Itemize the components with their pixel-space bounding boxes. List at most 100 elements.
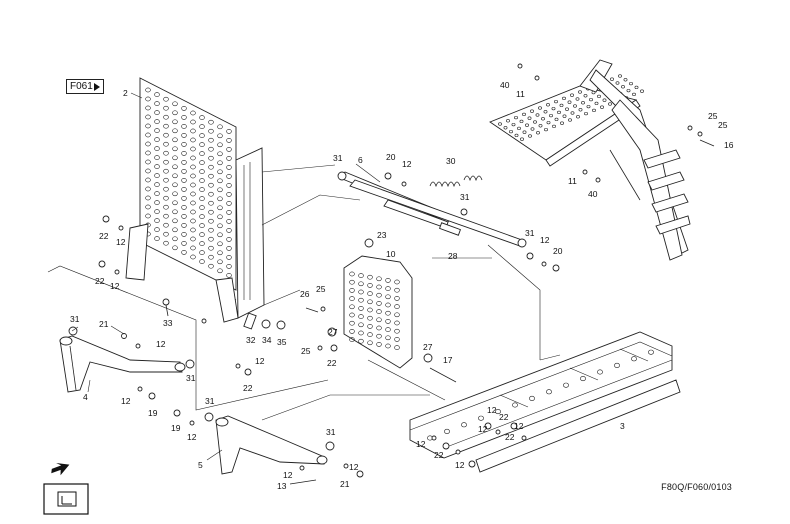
perforation-hole: [181, 223, 187, 228]
perforation-hole: [163, 231, 169, 237]
perforation-hole: [349, 288, 355, 293]
perforation-hole: [522, 112, 526, 117]
perforation-hole: [514, 133, 519, 138]
perforation-hole: [376, 276, 382, 282]
perforation-hole: [546, 103, 550, 107]
perforation-hole: [172, 110, 178, 116]
perforation-hole: [589, 97, 593, 102]
perforation-hole: [349, 320, 355, 326]
perforation-hole: [226, 183, 232, 188]
perforation-hole: [506, 119, 510, 123]
perforation-hole: [520, 137, 524, 141]
perforation-hole: [623, 78, 628, 82]
perforation-hole: [145, 195, 151, 201]
perforation-hole: [226, 138, 232, 143]
callout-25: 25: [718, 120, 728, 130]
perforation-hole: [199, 223, 205, 228]
perforation-hole: [181, 250, 187, 255]
perforation-hole: [536, 131, 540, 135]
perforation-hole: [226, 273, 232, 278]
perforation-hole: [199, 115, 205, 120]
perforation-hole: [385, 335, 391, 341]
perforation-hole: [181, 133, 187, 138]
perforation-hole: [367, 283, 373, 288]
perforation-hole: [154, 92, 160, 97]
perforation-hole: [503, 126, 508, 130]
callout-27: 27: [328, 327, 338, 337]
perforation-hole: [181, 178, 187, 183]
perforation-hole: [172, 236, 178, 242]
callout-2: 2: [123, 88, 128, 98]
callout-21: 21: [340, 479, 350, 489]
perforation-hole: [190, 227, 196, 233]
callout-17: 17: [443, 355, 453, 365]
callout-27: 27: [423, 342, 433, 352]
perforation-hole: [190, 218, 196, 224]
callout-11: 11: [516, 89, 525, 99]
perforation-hole: [527, 116, 532, 120]
perforation-hole: [199, 187, 205, 192]
perforation-hole: [172, 146, 178, 152]
perforation-hole: [367, 274, 373, 280]
perforation-hole: [145, 213, 151, 219]
perforation-hole: [163, 96, 169, 102]
callout-12: 12: [110, 281, 120, 291]
perforation-hole: [367, 307, 373, 313]
perforation-hole: [181, 241, 187, 246]
perforation-hole: [172, 128, 178, 134]
perforation-hole: [208, 254, 214, 260]
perforation-hole: [530, 109, 534, 113]
arrow-icon: [51, 463, 70, 476]
perforation-hole: [181, 106, 187, 111]
perforation-hole: [578, 90, 582, 94]
perforation-hole: [217, 196, 223, 202]
callout-25: 25: [301, 346, 311, 356]
perforation-hole: [594, 101, 599, 106]
perforation-hole: [190, 200, 196, 206]
perforation-hole: [145, 168, 151, 174]
callout-22: 22: [499, 412, 509, 422]
perforation-hole: [461, 422, 467, 428]
perforation-hole: [498, 122, 502, 126]
callout-5: 5: [198, 460, 203, 470]
perforation-hole: [578, 108, 583, 112]
perforation-hole: [376, 309, 382, 314]
perforation-hole: [145, 141, 151, 147]
perforation-hole: [349, 329, 355, 334]
perforation-hole: [208, 182, 214, 188]
perforation-hole: [190, 245, 196, 251]
perforation-hole: [385, 343, 391, 349]
perforation-hole: [172, 119, 178, 125]
perforation-hole: [199, 169, 205, 174]
callout-6: 6: [358, 155, 363, 165]
perforation-hole: [172, 164, 178, 170]
perforation-hole: [181, 214, 187, 219]
perforation-hole: [367, 340, 373, 346]
perforation-hole: [181, 160, 187, 165]
support-bracket-5: [215, 415, 328, 475]
perforation-hole: [530, 127, 535, 131]
callout-20: 20: [553, 246, 563, 256]
perforation-hole: [217, 124, 223, 130]
perforation-hole: [154, 164, 160, 169]
perforation-hole: [349, 279, 355, 285]
perforation-hole: [181, 196, 187, 201]
perforation-hole: [562, 96, 566, 101]
perforation-hole: [529, 395, 535, 401]
perforation-hole: [349, 304, 355, 310]
perforation-hole: [394, 296, 400, 301]
rod-assembly-6: [337, 171, 527, 248]
perforation-hole: [226, 201, 232, 206]
callout-12: 12: [514, 421, 524, 431]
perforation-hole: [567, 100, 572, 104]
perforation-hole: [154, 209, 160, 214]
callout-34: 34: [262, 335, 272, 345]
callout-12: 12: [283, 470, 293, 480]
perforation-hole: [385, 302, 391, 308]
callout-12: 12: [402, 159, 412, 169]
perforation-hole: [226, 192, 232, 197]
perforation-hole: [145, 177, 151, 183]
perforation-hole: [517, 126, 521, 131]
perforation-hole: [190, 209, 196, 215]
reference-figure-link[interactable]: F061: [66, 79, 104, 94]
